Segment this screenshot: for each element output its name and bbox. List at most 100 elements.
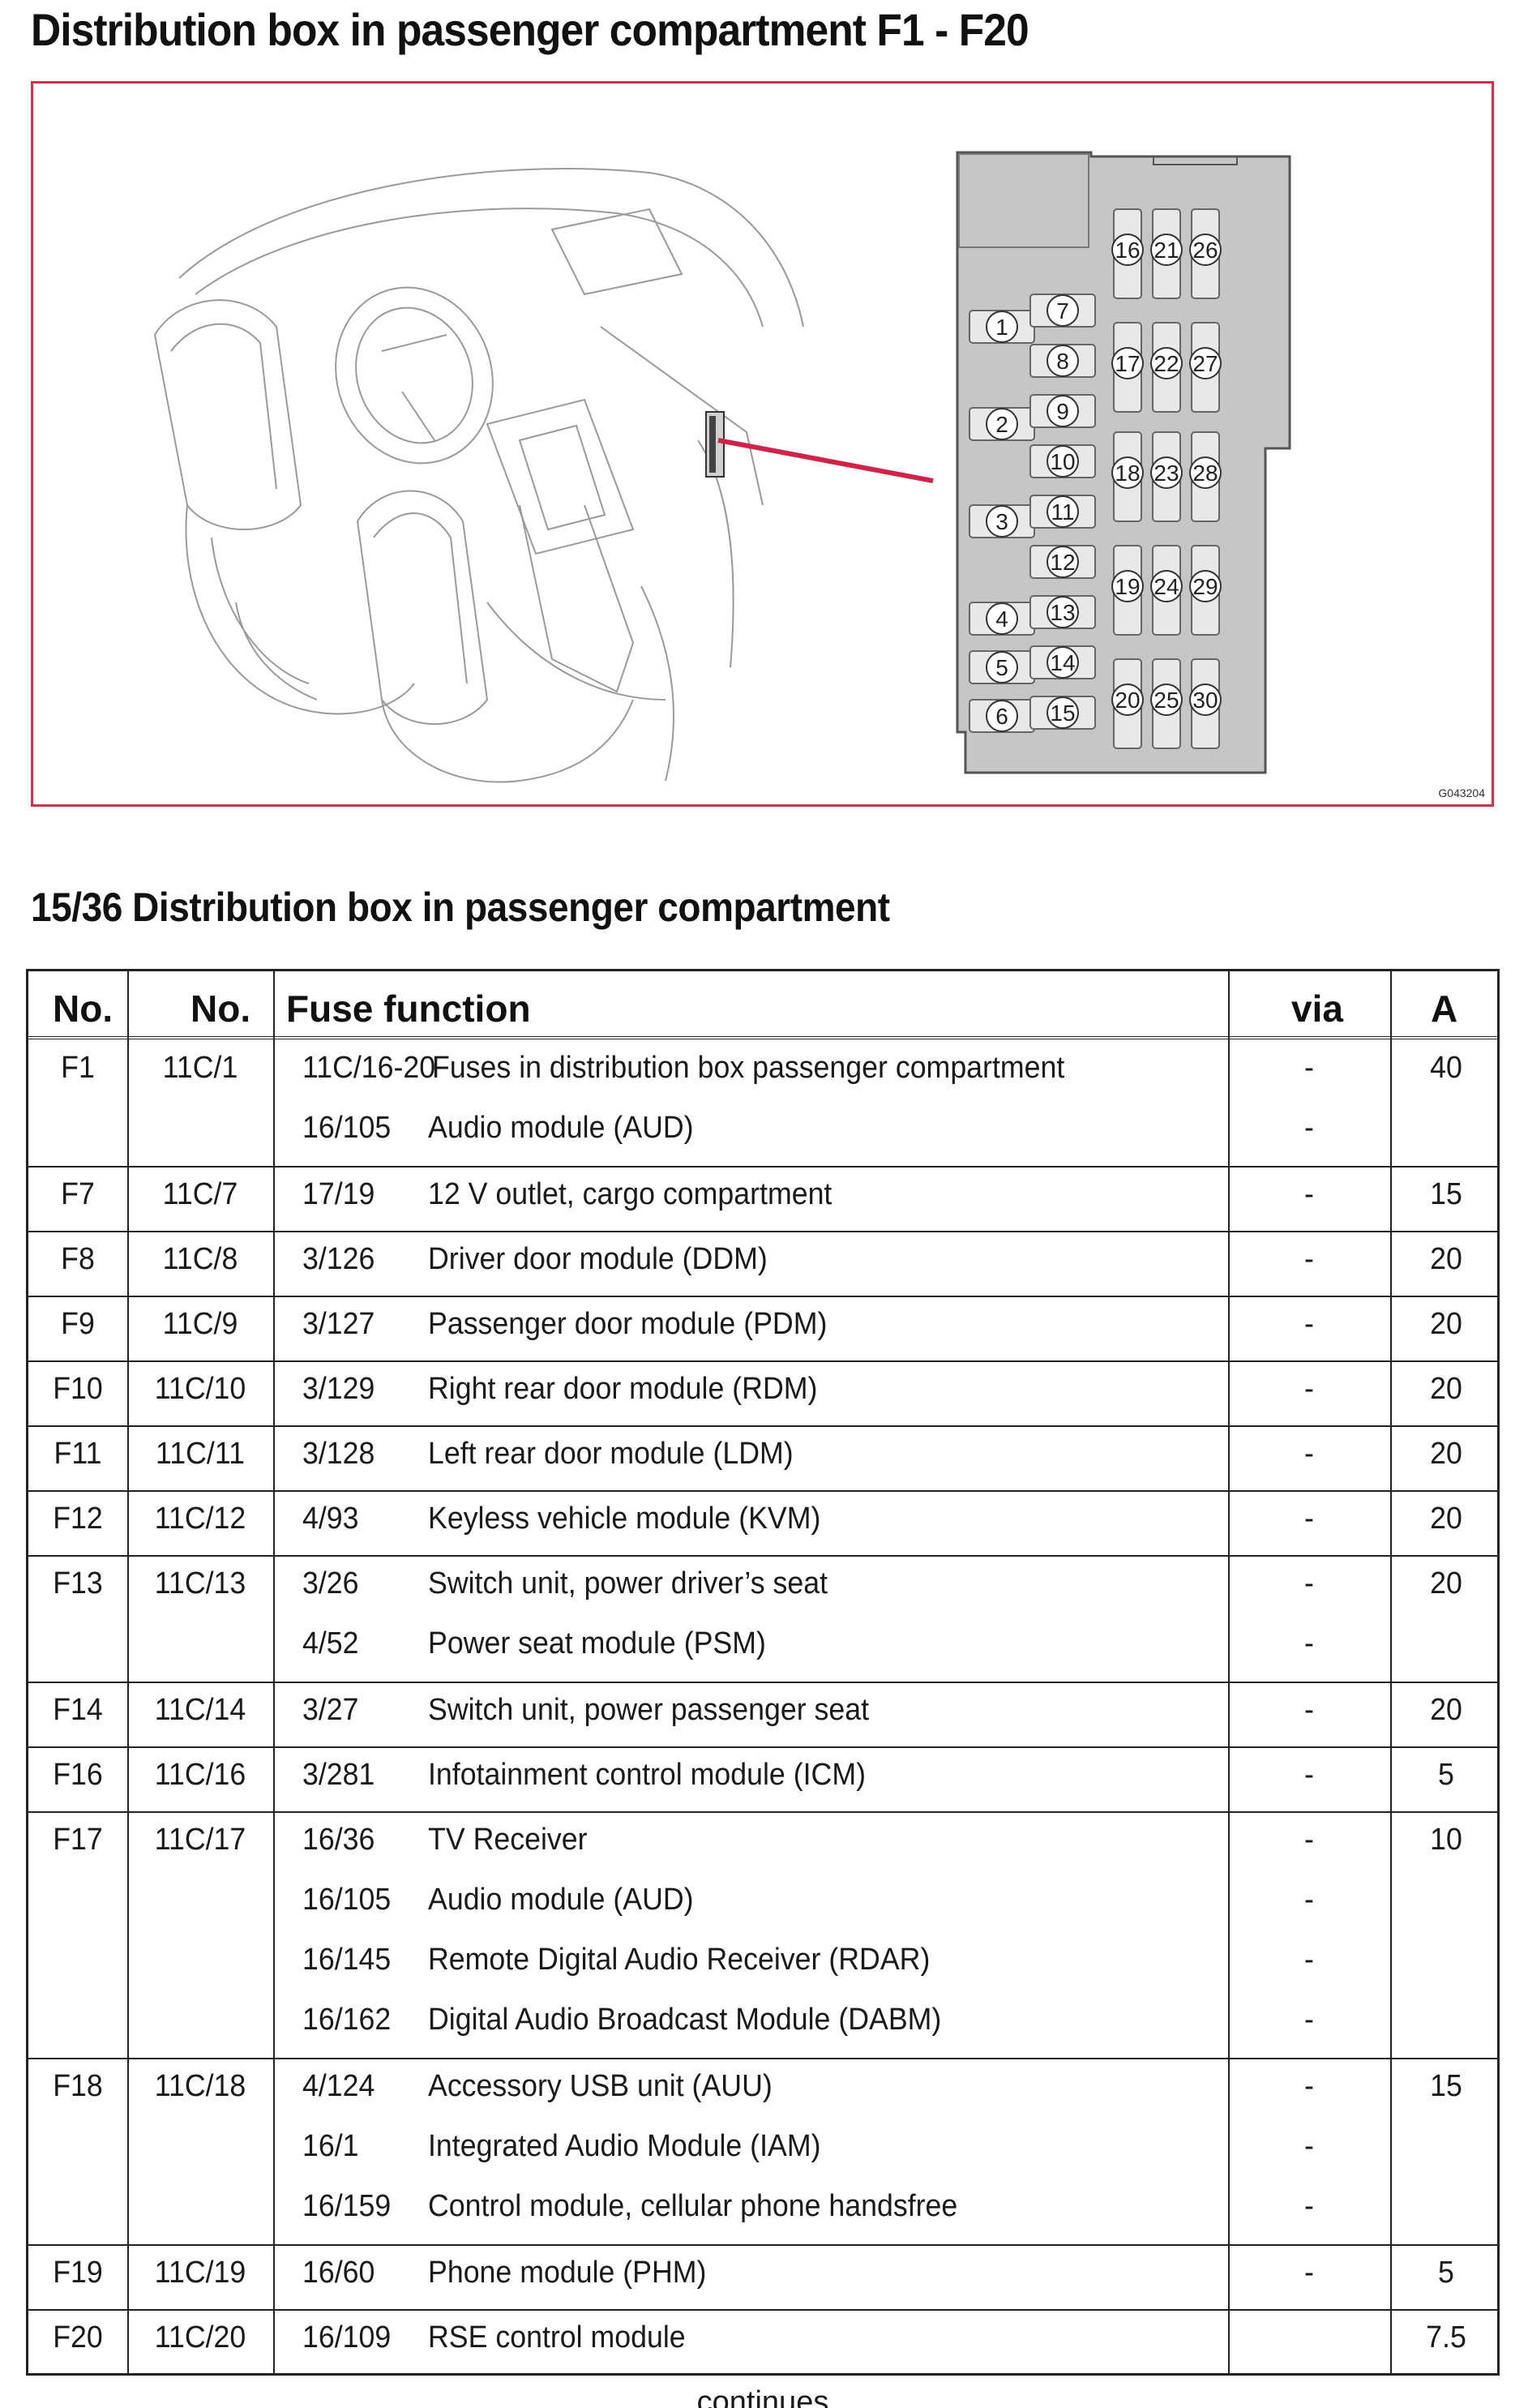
fuse-slot-number: 14 xyxy=(1050,650,1075,675)
amperage: 5 xyxy=(1438,2256,1454,2290)
component-code: 16/60 xyxy=(302,2256,375,2290)
amperage: 20 xyxy=(1430,1693,1462,1727)
fuse-slot: 15 xyxy=(1029,696,1096,730)
fuse-slot: 17 xyxy=(1111,322,1144,413)
connector-number: 11C/9 xyxy=(162,1307,238,1341)
fuse-slot: 25 xyxy=(1150,658,1183,749)
component-description: Switch unit, power passenger seat xyxy=(428,1693,870,1727)
component-description: Audio module (AUD) xyxy=(428,1883,694,1917)
fuse-slot-number: 11 xyxy=(1051,499,1074,525)
component-description: Passenger door module (PDM) xyxy=(428,1307,828,1341)
via-value: - xyxy=(1304,1437,1314,1471)
fuse-number: F18 xyxy=(53,2069,103,2103)
fuse-number: F11 xyxy=(54,1437,102,1471)
fuse-slot-number: 24 xyxy=(1153,574,1179,599)
fuse-slot-number: 15 xyxy=(1050,701,1075,726)
fuse-number: F13 xyxy=(53,1566,103,1600)
component-description: Remote Digital Audio Receiver (RDAR) xyxy=(428,1943,931,1977)
amperage: 20 xyxy=(1430,1372,1462,1406)
amperage: 10 xyxy=(1430,1823,1462,1857)
component-description: Digital Audio Broadcast Module (DABM) xyxy=(428,2003,942,2037)
connector-number: 11C/11 xyxy=(156,1437,245,1471)
fuse-slot-number: 23 xyxy=(1153,461,1179,486)
amperage: 20 xyxy=(1430,1242,1462,1276)
component-code: 16/109 xyxy=(302,2320,392,2354)
fuse-slot-number: 22 xyxy=(1153,351,1179,376)
component-description: Left rear door module (LDM) xyxy=(428,1437,794,1471)
fuse-slot-number: 6 xyxy=(995,704,1008,729)
component-code: 16/1 xyxy=(302,2129,359,2163)
fuse-slot: 7 xyxy=(1029,294,1096,328)
component-description: Accessory USB unit (AUU) xyxy=(428,2069,773,2103)
fuse-slot: 1 xyxy=(969,310,1035,344)
fuse-slot-number: 27 xyxy=(1192,351,1218,376)
connector-number: 11C/1 xyxy=(162,1051,238,1085)
fuse-slot: 18 xyxy=(1111,431,1144,522)
amperage: 20 xyxy=(1430,1437,1462,1471)
fuse-slot: 5 xyxy=(969,650,1035,684)
component-code: 3/127 xyxy=(302,1307,375,1341)
component-code: 3/27 xyxy=(302,1693,359,1727)
connector-number: 11C/17 xyxy=(154,1823,246,1857)
component-code: 4/93 xyxy=(302,1502,359,1536)
connector-number: 11C/7 xyxy=(162,1177,238,1211)
fuse-number: F9 xyxy=(61,1307,95,1341)
fuse-slot-number: 16 xyxy=(1115,238,1140,263)
column-divider xyxy=(1390,971,1392,2373)
table-header: No. No. Fuse function via A xyxy=(28,971,1497,1039)
fuse-slot: 9 xyxy=(1029,394,1096,428)
connector-number: 11C/10 xyxy=(154,1372,246,1406)
fuse-slot: 10 xyxy=(1029,444,1096,478)
table-row: F11 11C/11 20 3/128 Left rear door module (L… xyxy=(28,1429,1497,1492)
fuse-slot: 11 xyxy=(1029,495,1096,529)
connector-number: 11C/18 xyxy=(154,2069,246,2103)
column-divider xyxy=(273,971,275,2373)
via-value: - xyxy=(1304,2256,1314,2290)
component-code: 11C/16-20 xyxy=(302,1051,436,1085)
via-value: - xyxy=(1304,2069,1314,2103)
fuse-slot: 20 xyxy=(1111,658,1144,749)
header-via: via xyxy=(1291,988,1343,1030)
fuse-slot-number: 13 xyxy=(1050,600,1075,625)
fuse-box-location xyxy=(705,411,725,478)
fuse-slot: 29 xyxy=(1189,545,1222,636)
component-code: 16/105 xyxy=(302,1111,392,1145)
fuse-slot: 22 xyxy=(1150,322,1183,413)
via-value: - xyxy=(1304,1883,1314,1917)
component-code: 3/126 xyxy=(302,1242,375,1276)
pointer-line xyxy=(717,438,934,483)
fuse-slot-number: 8 xyxy=(1056,349,1069,374)
component-code: 16/36 xyxy=(302,1823,375,1857)
component-code: 16/105 xyxy=(302,1883,392,1917)
component-description: Keyless vehicle module (KVM) xyxy=(428,1502,821,1536)
header-fuse-function: Fuse function xyxy=(286,988,531,1030)
fuse-slot-number: 3 xyxy=(995,509,1008,534)
fuse-slot: 16 xyxy=(1111,208,1144,299)
fuse-slot: 21 xyxy=(1150,208,1183,299)
fuse-number: F7 xyxy=(61,1177,95,1211)
via-value: - xyxy=(1304,1758,1314,1792)
via-value: - xyxy=(1304,1111,1314,1145)
column-divider xyxy=(1228,971,1230,2373)
amperage: 20 xyxy=(1430,1307,1462,1341)
fuse-number: F1 xyxy=(61,1051,95,1085)
component-code: 3/128 xyxy=(302,1437,375,1471)
fuse-slot: 19 xyxy=(1111,545,1144,636)
fuse-number: F8 xyxy=(61,1242,95,1276)
component-code: 3/26 xyxy=(302,1566,359,1600)
via-value: - xyxy=(1304,1626,1314,1660)
component-description: 12 V outlet, cargo compartment xyxy=(428,1177,832,1211)
component-description: Audio module (AUD) xyxy=(428,1111,694,1145)
component-code: 16/159 xyxy=(302,2189,392,2223)
fuse-slot-number: 19 xyxy=(1115,574,1140,599)
fuse-slot: 13 xyxy=(1029,595,1096,629)
connector-number: 11C/14 xyxy=(154,1693,246,1727)
connector-number: 11C/13 xyxy=(154,1566,246,1600)
fuse-slot-number: 29 xyxy=(1192,574,1218,599)
